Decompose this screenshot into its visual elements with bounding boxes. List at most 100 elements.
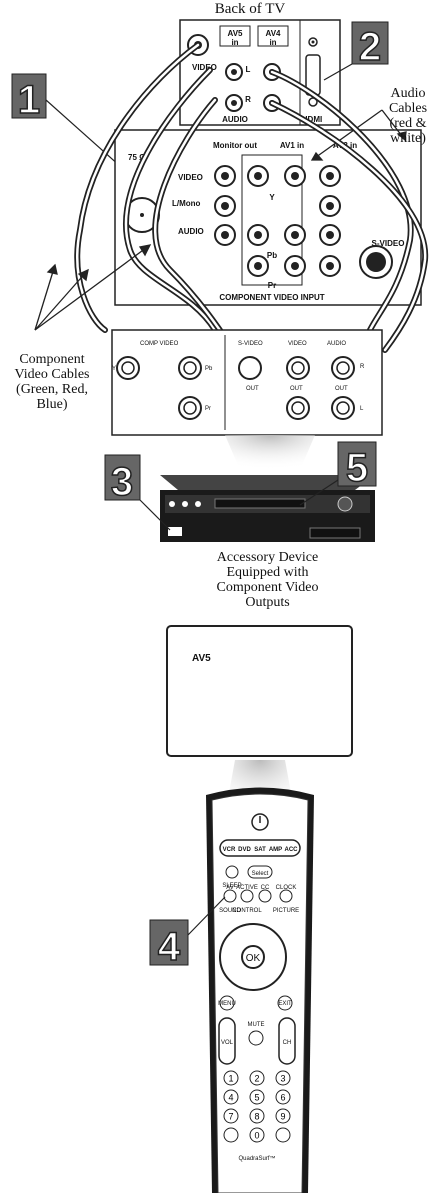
digit-key-label: 7 [228,1112,233,1122]
digit-key-label: 0 [254,1131,259,1141]
audio-cables-line-1: Audio [390,86,426,101]
device-output-panel: COMP VIDEO Y Pb Pr S-VIDEO VIDEO AUDIO O… [111,329,383,436]
active-label: ACTIVE [236,885,258,891]
digit-key-label: 8 [254,1112,259,1122]
l-label: L [246,65,251,74]
digit-key[interactable] [249,1127,265,1143]
accessory-device-label: Accessory Device Equipped with Component… [180,550,355,610]
component-cables-label: Component Video Cables (Green, Red, Blue… [0,352,104,412]
menu-label: MENU [218,1001,236,1007]
ok-button [241,945,265,969]
av5-label: AV5 [228,29,244,38]
av1-in-label: AV1 in [280,141,304,150]
comp-video-label: COMP VIDEO [140,341,179,347]
step-3-callout: 3 [104,454,171,531]
digit-key[interactable] [223,1108,239,1124]
av4-label: AV4 [266,29,282,38]
accessory-line-1: Accessory Device [216,550,319,565]
av4-in-label: in [269,38,276,47]
audio-r-label: R [360,364,365,370]
signal-beam-1 [225,435,315,470]
digit-key[interactable] [275,1089,291,1105]
screen-av5-text: AV5 [192,653,211,664]
monitor-out-label: Monitor out [213,141,257,150]
source-button-vcr[interactable]: VCR [223,847,236,853]
av5-in-label: in [231,38,238,47]
digit-key-label: 1 [228,1074,233,1084]
ch-rocker [278,1017,296,1065]
step-2-callout: 2 [323,21,389,81]
ohm-label: 75 Ω [128,153,146,162]
audio-cables-line-2: Cables [388,101,428,116]
svideo-jack-label: S-VIDEO [372,239,405,248]
ch-label: CH [283,1040,292,1046]
digit-key-label: 6 [280,1093,285,1103]
pb-jack-label: Pb [267,251,277,260]
sleep-label: SLEEP [222,883,241,889]
digit-key[interactable] [249,1070,265,1086]
video-out-label: VIDEO [288,341,307,347]
exit-label: EXIT [278,1001,292,1007]
clock-label: CLOCK [276,885,297,891]
audio-jack-label: AUDIO [178,227,204,236]
svideo-out-text: OUT [246,386,259,392]
comp-pr-label: Pr [205,406,211,412]
tv-screen: AV5 [166,625,353,757]
digit-key[interactable] [249,1089,265,1105]
accessory-line-3: Component Video [216,580,319,595]
digit-key[interactable] [249,1108,265,1124]
component-cables [74,42,429,353]
audio-l-label: L [360,406,364,412]
step-5-callout: 5 [299,441,377,506]
component-video-input-label: COMPONENT VIDEO INPUT [219,293,324,302]
picture-label: PICTURE [273,908,299,914]
source-button-dvd[interactable]: DVD [238,847,251,853]
pr-jack-label: Pr [268,281,276,290]
mute-label: MUTE [248,1022,265,1028]
comp-y-label: Y [112,366,116,372]
digit-key-label: 2 [254,1074,259,1084]
accessory-line-2: Equipped with [226,565,309,580]
mute-icon [248,1030,264,1046]
back-of-tv-title: Back of TV [214,1,286,17]
source-button-acc[interactable]: ACC [285,847,299,853]
video-jack-label: VIDEO [178,173,203,182]
step-1-number: 1 [18,78,40,122]
digit-key[interactable] [275,1108,291,1124]
comp-pb-label: Pb [205,366,213,372]
component-cable-arrows [34,244,152,331]
video-label: VIDEO [192,63,217,72]
step-1-callout: 1 [11,73,131,176]
digit-key-label: 4 [228,1093,233,1103]
select-label: Select [252,871,269,877]
digit-key[interactable] [223,1070,239,1086]
digit-key[interactable] [223,1089,239,1105]
source-button-sat[interactable]: SAT [254,847,266,853]
component-cables-line-1: Component [19,352,85,367]
digit-key[interactable] [223,1127,239,1143]
tv-main-panel: Monitor out AV1 in AV2 in 75 Ω VIDEO L/M… [114,129,422,306]
av-label: AV [226,885,234,891]
control-label: CONTROL [232,908,262,914]
digit-key[interactable] [275,1127,291,1143]
audio-cables-arrows [310,109,407,161]
y-jack-label: Y [269,193,275,202]
source-button-amp[interactable]: AMP [269,847,282,853]
component-cables-line-4: Blue) [36,397,68,412]
step-4-number: 4 [158,925,181,969]
r-label: R [245,95,251,104]
accessory-device [160,475,375,542]
digit-key-label: 9 [280,1112,285,1122]
accessory-line-4: Outputs [245,595,290,610]
sound-label: SOUND [219,908,241,914]
cc-label: CC [261,885,270,891]
digit-key[interactable] [275,1070,291,1086]
audio-label: AUDIO [222,115,248,124]
vol-label: VOL [221,1040,234,1046]
audio-out-text: OUT [335,386,348,392]
quadrasurf-label: QuadraSurf™ [238,1155,275,1162]
step-5-number: 5 [346,446,368,490]
step-4-callout: 4 [149,896,226,970]
